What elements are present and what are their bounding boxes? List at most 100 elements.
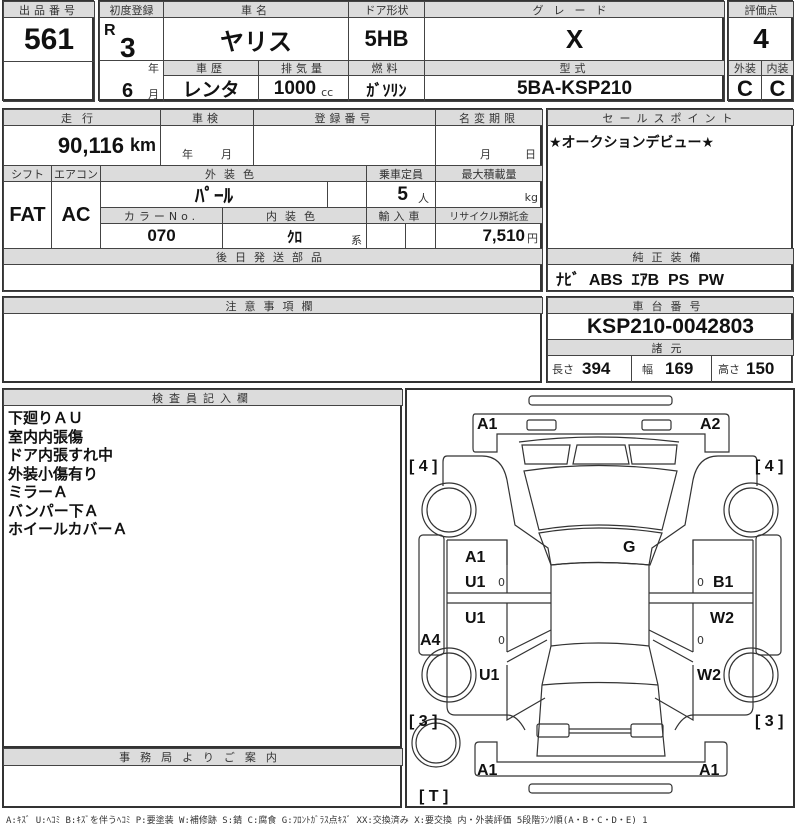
interior-color-label: 内装色 — [222, 207, 367, 224]
sales-point-label: セールスポイント — [547, 109, 794, 126]
exterior-grade-label: 外装 — [728, 60, 762, 76]
inspection-year-unit: 年 — [182, 148, 193, 161]
capacity-cell: 5 人 — [366, 181, 436, 208]
registration-month: 6 — [122, 80, 134, 102]
door-type-value: 5HB — [348, 17, 425, 61]
displacement-unit: cc — [321, 86, 334, 99]
caution-label: 注意事項欄 — [3, 297, 543, 314]
recycle-fee-label: リサイクル預託金 — [435, 207, 543, 224]
spec-height-value: 150 — [746, 359, 775, 378]
zero-mark: 0 — [697, 576, 704, 589]
lot-number-label: 出品番号 — [3, 1, 95, 18]
mileage-unit: km — [129, 135, 156, 155]
import-cell-2 — [405, 223, 436, 249]
displacement-value: 1000 — [273, 77, 317, 99]
recycle-fee-value: 7,510 — [482, 226, 525, 245]
mark-rear-bumper-right: A1 — [699, 762, 720, 779]
spec-width-value: 169 — [665, 359, 694, 378]
lot-number-box: 出品番号 561 — [2, 0, 95, 102]
interior-grade-value: C — [761, 75, 794, 102]
inspector-line: ドア内張すれ中 — [8, 446, 114, 464]
name-change-month-unit: 月 — [480, 148, 491, 161]
damage-diagram: A1 A2 [ 4 ] [ 4 ] G A1 U1 0 B1 0 U1 W2 A… — [405, 388, 795, 808]
spec-length-cell: 長さ 394 — [547, 355, 632, 383]
displacement-cell: 1000 cc — [258, 75, 349, 102]
car-outline-icon — [411, 395, 782, 794]
zero-mark: 0 — [498, 634, 505, 647]
import-cell-1 — [366, 223, 406, 249]
details-box: 走行 90,116 km 車検 年 月 登録番号 名変期限 月 日 シフト エア… — [2, 108, 543, 292]
first-registration-label: 初度登録 — [99, 1, 164, 18]
spec-width-label: 幅 — [642, 363, 653, 376]
exterior-color-value: ﾊﾟｰﾙ — [100, 181, 328, 208]
shift-value: FAT — [3, 181, 52, 249]
fuel-value: ｶﾞｿﾘﾝ — [348, 75, 425, 102]
lot-number-blank — [3, 61, 95, 102]
mark-windshield: G — [623, 539, 636, 556]
spec-height-cell: 高さ 150 — [711, 355, 793, 383]
chassis-label: 車台番号 — [547, 297, 794, 314]
lot-number-value: 561 — [3, 17, 95, 62]
year-unit: 年 — [148, 62, 159, 75]
score-box: 評価点 4 外装 内装 C C — [727, 0, 794, 102]
inspector-line: 下廻りＡＵ — [8, 409, 84, 427]
spare-tire: [ T ] — [419, 788, 449, 805]
zero-mark: 0 — [697, 634, 704, 647]
import-label: 輸入車 — [366, 207, 436, 224]
recycle-fee-cell: 7,510 円 — [435, 223, 543, 249]
fuel-label: 燃料 — [348, 60, 425, 76]
vehicle-header-box: 初度登録 R 3 年 6 月 車名 ヤリス ドア形状 5HB グレード X 車歴… — [98, 0, 725, 102]
spec-height-label: 高さ — [718, 363, 740, 376]
mark-front-door-left-2: U1 — [465, 574, 486, 591]
office-box: 事務局よりご案内 — [2, 748, 403, 808]
registration-number-label: 登録番号 — [253, 109, 436, 126]
inspector-label: 検査員記入欄 — [3, 389, 403, 406]
inspection-cell: 年 月 — [160, 125, 254, 166]
inspector-line: 外装小傷有り — [8, 464, 99, 483]
displacement-label: 排気量 — [258, 60, 349, 76]
parts-later-value — [3, 264, 543, 292]
chassis-box: 車台番号 KSP210-0042803 諸元 長さ 394 幅 169 高さ 1… — [546, 296, 794, 383]
equipment-text-cell: ﾅﾋﾞ ABS ｴｱB PS PW — [547, 264, 794, 292]
interior-grade-label: 内装 — [761, 60, 794, 76]
inspector-line: ミラーＡ — [8, 483, 69, 501]
caution-box: 注意事項欄 — [2, 296, 543, 383]
tire-rear-left: [ 3 ] — [409, 713, 438, 730]
aircon-label: エアコン — [51, 165, 101, 182]
tire-rear-right: [ 3 ] — [755, 713, 784, 730]
capacity-label: 乗車定員 — [366, 165, 436, 182]
model-code-value: 5BA-KSP210 — [424, 75, 725, 102]
month-unit: 月 — [148, 88, 159, 101]
color-no-label: カラーNo. — [100, 207, 223, 224]
sales-point-text: ★オークションデビュー★ — [549, 135, 715, 151]
mark-rear-door-right: W2 — [710, 610, 734, 627]
mark-front-door-right: B1 — [713, 574, 734, 591]
name-change-day-unit: 日 — [525, 148, 536, 161]
mileage-value: 90,116 — [57, 132, 124, 158]
mark-front-bumper-right: A2 — [700, 416, 721, 433]
spec-width-cell: 幅 169 — [631, 355, 712, 383]
history-value: レンタ — [163, 75, 259, 102]
mark-front-door-left-1: A1 — [465, 549, 486, 566]
name-change-label: 名変期限 — [435, 109, 543, 126]
interior-color-cell: ｸﾛ 系 — [222, 223, 367, 249]
spec-length-value: 394 — [582, 359, 611, 378]
equipment-label: 純正装備 — [547, 248, 794, 265]
inspection-label: 車検 — [160, 109, 254, 126]
car-name-value: ヤリス — [163, 17, 349, 61]
registration-year: 3 — [120, 32, 136, 63]
inspector-box: 検査員記入欄 下廻りＡＵ 室内内張傷 ドア内張すれ中 外装小傷有り ミラーＡ バ… — [2, 388, 403, 748]
chassis-value: KSP210-0042803 — [547, 313, 794, 340]
mark-rear-door-left: U1 — [465, 610, 486, 627]
model-code-label: 型式 — [424, 60, 725, 76]
era-letter: R — [104, 22, 116, 39]
score-value: 4 — [728, 17, 794, 61]
sales-point-box: セールスポイント ★オークションデビュー★ 純正装備 ﾅﾋﾞ ABS ｴｱB P… — [546, 108, 794, 292]
grade-value: X — [424, 17, 725, 61]
first-registration-cell: R 3 年 6 月 — [99, 17, 164, 102]
color-no-value: 070 — [100, 223, 223, 249]
mark-rear-fender-left: U1 — [479, 667, 500, 684]
zero-mark: 0 — [498, 576, 505, 589]
mark-rear-fender-right: W2 — [697, 667, 721, 684]
interior-color-unit: 系 — [351, 234, 362, 247]
